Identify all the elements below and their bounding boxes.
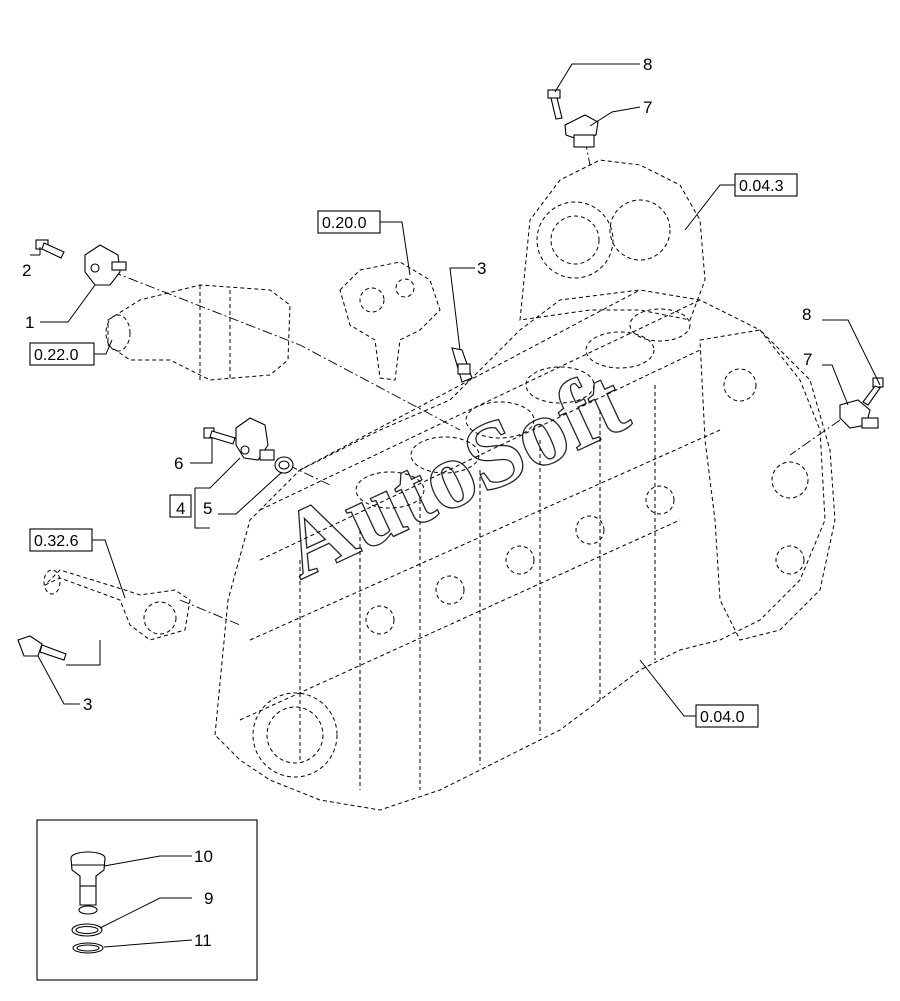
- bolt-6[interactable]: [203, 427, 236, 445]
- svg-text:0.32.6: 0.32.6: [34, 533, 79, 550]
- ref-box-0-32-6[interactable]: 0.32.6: [29, 528, 93, 552]
- callout-4-box: [169, 494, 192, 518]
- leader-lines: [30, 63, 881, 948]
- callout-10: 10: [194, 847, 213, 866]
- bolt-8-right[interactable]: [862, 377, 884, 406]
- filter-head-ghost: [339, 261, 441, 381]
- temperature-sensor-3-low[interactable]: [17, 635, 67, 661]
- speed-sensor-7-top[interactable]: [564, 114, 599, 148]
- bolt-2[interactable]: [35, 239, 65, 259]
- callout-7-right: 7: [803, 350, 812, 369]
- watermark-text: AutoSoft: [264, 347, 643, 600]
- callout-8-top: 8: [643, 55, 652, 74]
- ref-box-0-22-0[interactable]: 0.22.0: [29, 342, 95, 366]
- engine-block: [214, 159, 836, 811]
- axis-line: [789, 419, 841, 456]
- callout-9: 9: [204, 889, 213, 908]
- ref-box-0-20-0[interactable]: 0.20.0: [317, 210, 381, 234]
- svg-text:0.04.0: 0.04.0: [700, 709, 745, 726]
- callout-8-right: 8: [802, 305, 811, 324]
- axis-line: [94, 264, 461, 431]
- temperature-sensor-3-mid[interactable]: [451, 347, 473, 383]
- callout-7-top: 7: [643, 98, 652, 117]
- axis-line: [287, 464, 331, 486]
- thermostat-housing-ghost: [105, 284, 291, 381]
- plug-10[interactable]: [70, 851, 106, 915]
- callout-3-low: 3: [83, 695, 92, 714]
- ref-box-0-04-3[interactable]: 0.04.3: [734, 173, 798, 197]
- seal-ring-11[interactable]: [72, 942, 104, 954]
- axis-line: [179, 599, 241, 626]
- inset-detail-box: [36, 819, 258, 981]
- sensor-assembly-4[interactable]: [235, 417, 275, 461]
- ref-box-0-04-0[interactable]: 0.04.0: [695, 704, 759, 728]
- callout-2: 2: [22, 261, 31, 280]
- water-outlet-ghost: [43, 569, 191, 641]
- callout-11: 11: [194, 931, 212, 950]
- callout-6: 6: [174, 454, 183, 473]
- svg-text:0.20.0: 0.20.0: [322, 215, 367, 232]
- callout-5: 5: [203, 499, 212, 518]
- o-ring-5[interactable]: [274, 456, 294, 474]
- seal-ring-9[interactable]: [71, 923, 103, 937]
- callout-4: 4: [176, 499, 185, 518]
- callout-3-mid: 3: [477, 259, 486, 278]
- speed-sensor-7-right[interactable]: [839, 399, 879, 429]
- pressure-sensor-1[interactable]: [84, 244, 127, 286]
- callout-1: 1: [25, 313, 34, 332]
- svg-text:0.22.0: 0.22.0: [34, 347, 79, 364]
- bolt-8-top[interactable]: [547, 89, 563, 120]
- svg-text:0.04.3: 0.04.3: [739, 178, 784, 195]
